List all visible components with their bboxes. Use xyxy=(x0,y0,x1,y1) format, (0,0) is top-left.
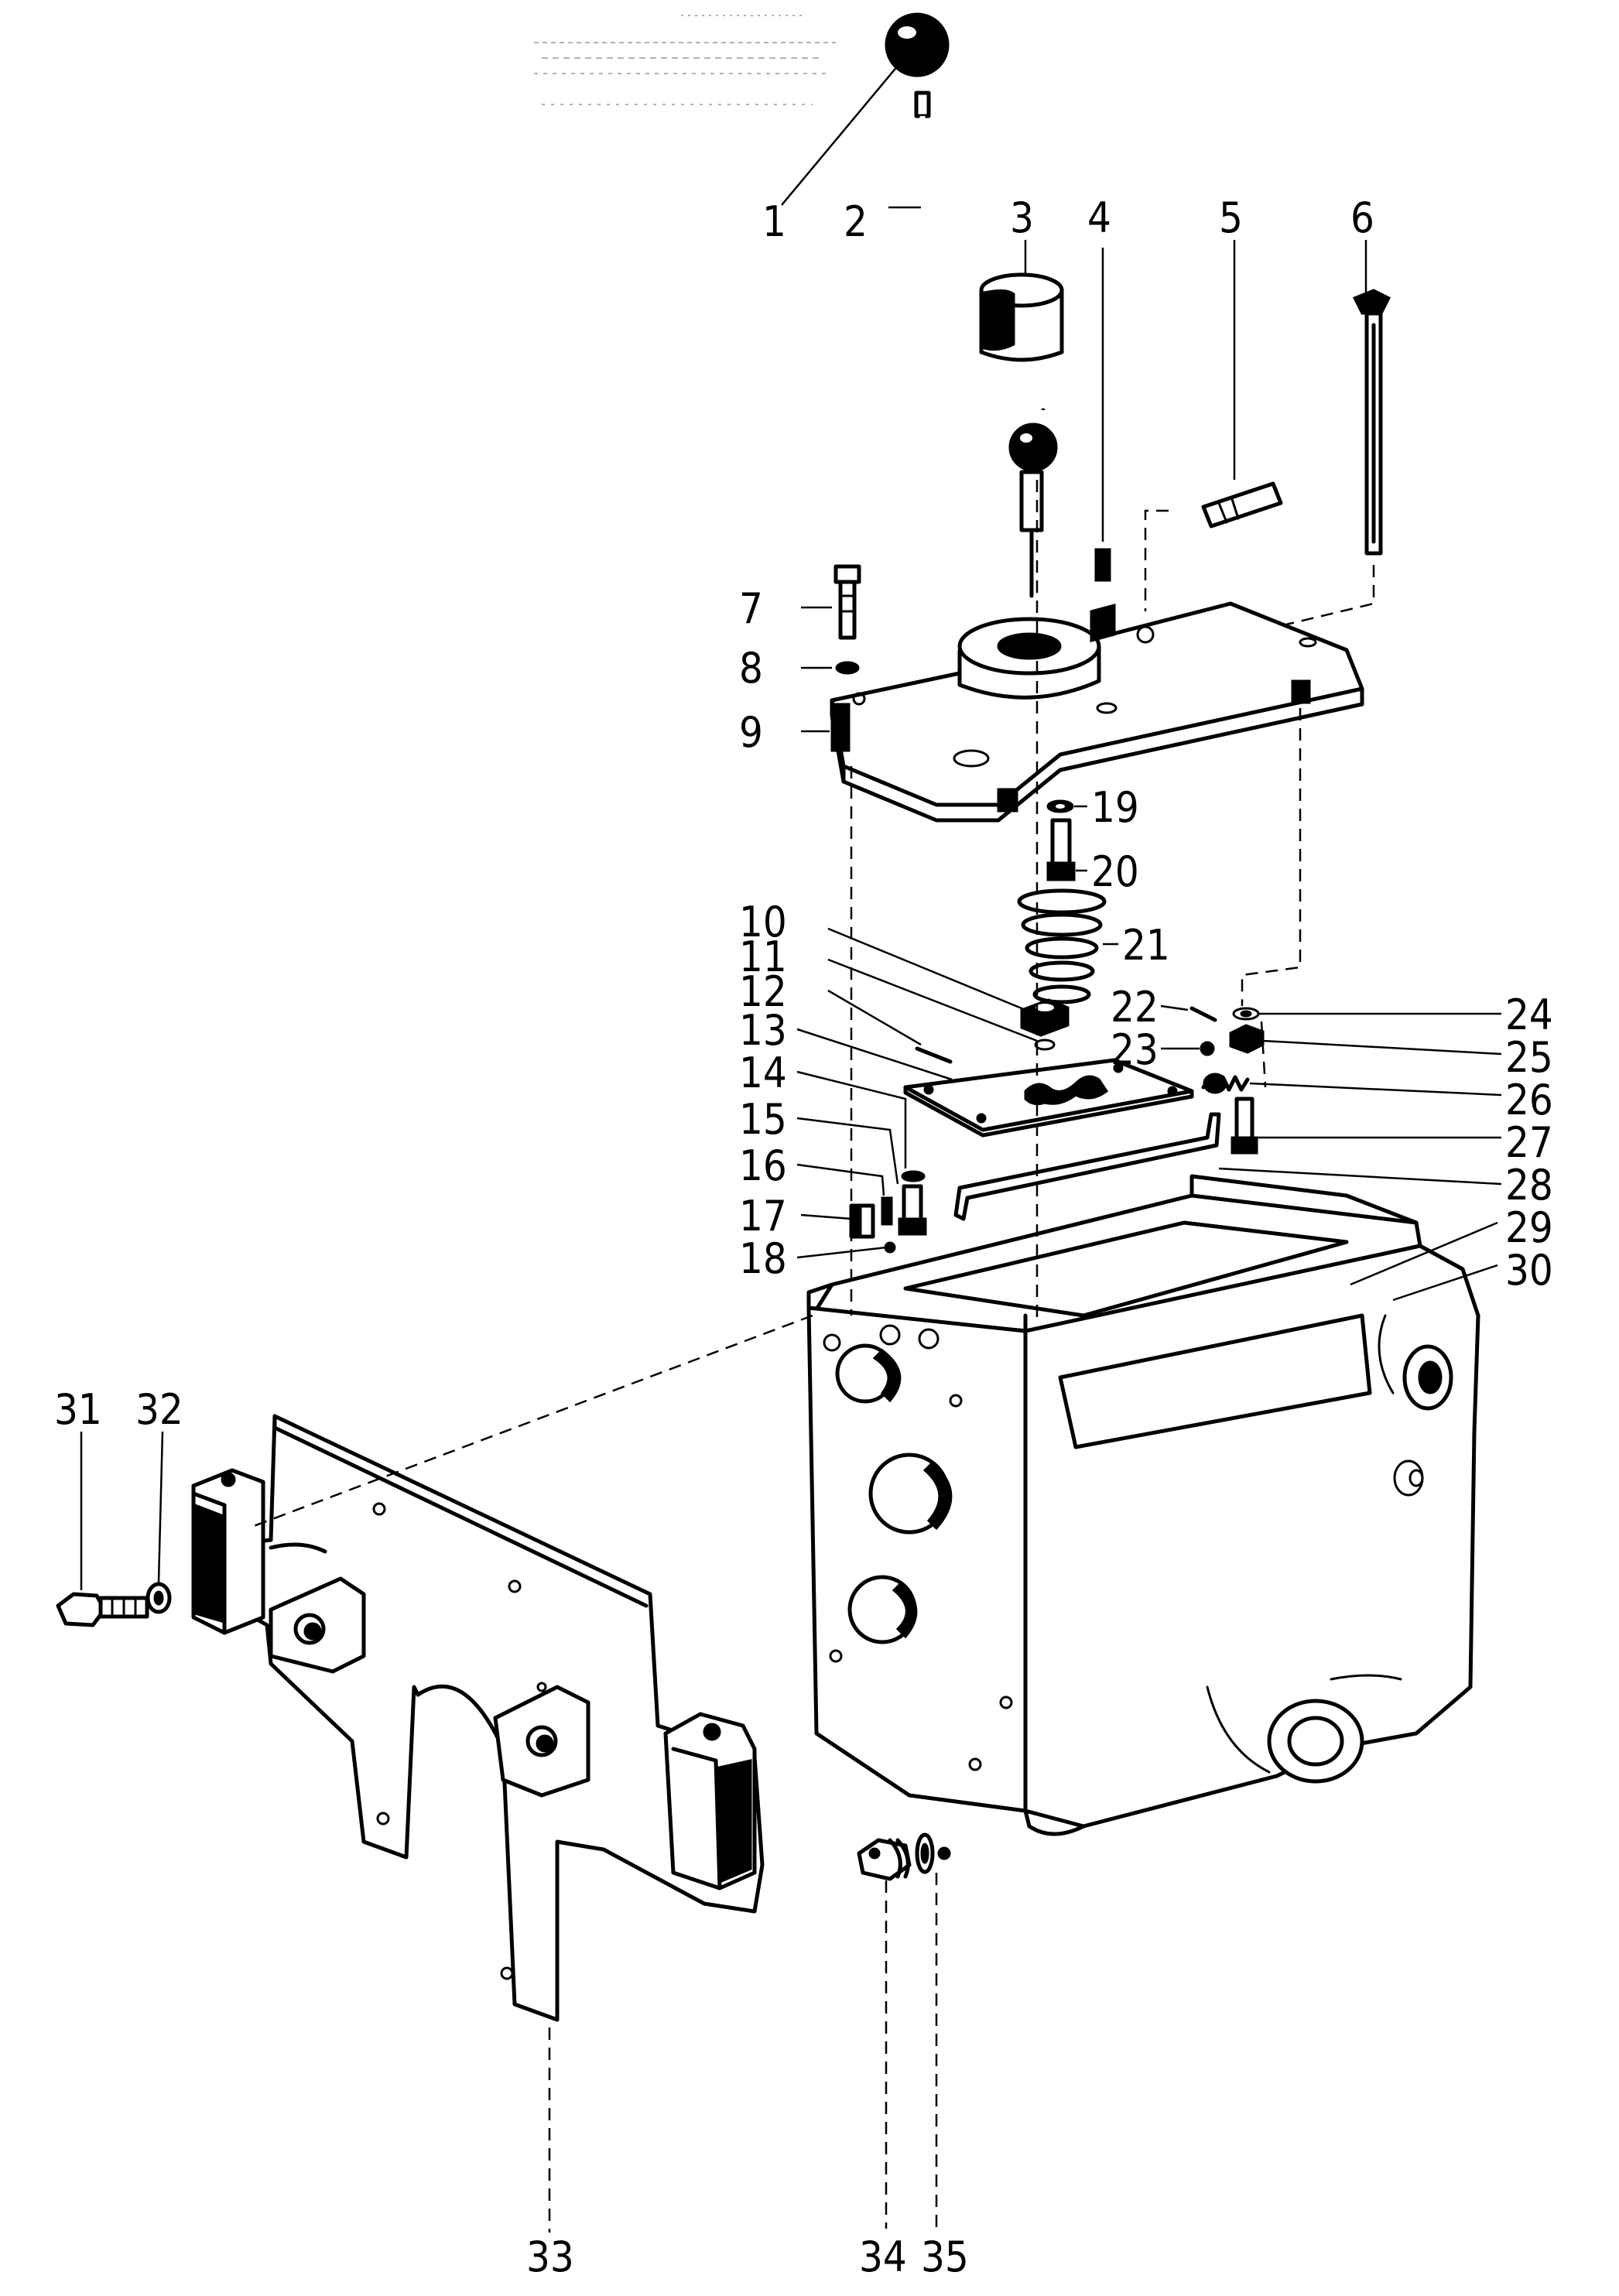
callout-26: 26 xyxy=(1505,1076,1553,1124)
callout-15: 15 xyxy=(739,1095,787,1144)
leader-lines xyxy=(80,65,1502,1590)
part-13-gate-plate xyxy=(903,1058,1194,1138)
part-14-washer xyxy=(901,1170,926,1182)
part-5-insert xyxy=(1144,481,1283,611)
callout-17: 17 xyxy=(739,1192,787,1240)
callout-25: 25 xyxy=(1505,1033,1553,1082)
callout-4: 4 xyxy=(1087,193,1111,242)
part-19-washer xyxy=(1046,799,1074,813)
part-9-cover-plate xyxy=(830,601,1364,823)
callout-11: 11 xyxy=(739,932,787,981)
part-12-roll-pin xyxy=(915,1046,953,1064)
part-28-gasket xyxy=(953,1112,1221,1221)
callout-21: 21 xyxy=(1122,921,1170,970)
callout-35: 35 xyxy=(921,2233,969,2281)
part-3-cap xyxy=(979,272,1064,362)
callout-16: 16 xyxy=(739,1141,787,1190)
part-16-set-screw xyxy=(881,1196,893,1226)
callout-30: 30 xyxy=(1505,1246,1553,1295)
part-15-screw xyxy=(898,1184,927,1236)
part-4-pin xyxy=(1094,248,1111,582)
part-25-nut xyxy=(1229,1024,1265,1054)
callout-10: 10 xyxy=(739,898,787,946)
part-20-bolt xyxy=(1046,818,1076,881)
callout-27: 27 xyxy=(1505,1118,1553,1167)
part-24-washer xyxy=(1232,1007,1260,1021)
part-33-bracket xyxy=(191,1414,765,2022)
callout-24: 24 xyxy=(1505,991,1553,1039)
callout-14: 14 xyxy=(739,1049,787,1097)
callout-31: 31 xyxy=(54,1385,102,1434)
part-18-ball xyxy=(884,1241,896,1254)
part-21-spring xyxy=(1017,888,1107,1004)
callout-32: 32 xyxy=(135,1385,183,1434)
part-27-bolt xyxy=(1231,1097,1258,1155)
callout-7: 7 xyxy=(739,584,763,633)
callout-3: 3 xyxy=(1010,193,1034,242)
part-23-ball xyxy=(1200,1041,1215,1056)
callout-29: 29 xyxy=(1505,1203,1553,1252)
part-8-washer xyxy=(835,661,860,675)
part-1-knob xyxy=(885,12,950,77)
callout-28: 28 xyxy=(1505,1161,1553,1210)
callout-33: 33 xyxy=(526,2233,574,2281)
callout-1: 1 xyxy=(762,197,786,246)
part-32-washer xyxy=(145,1582,172,1614)
callout-5: 5 xyxy=(1219,193,1243,242)
part-7-bolt xyxy=(833,564,861,640)
part-10-detent-block xyxy=(1020,998,1070,1037)
callout-13: 13 xyxy=(739,1006,787,1055)
part-34-drain-plug xyxy=(857,1838,912,1881)
part-6-dipstick xyxy=(1114,289,1391,667)
callout-20: 20 xyxy=(1091,847,1139,896)
callout-23: 23 xyxy=(1111,1025,1159,1074)
part-11-washer xyxy=(1034,1039,1056,1051)
callout-34: 34 xyxy=(859,2233,907,2281)
callout-12: 12 xyxy=(739,967,787,1016)
callout-9: 9 xyxy=(739,708,763,757)
callout-labels: 1 2 3 4 5 6 7 8 9 10 11 12 13 14 15 16 1… xyxy=(54,193,1553,2281)
part-35-washer xyxy=(915,1832,935,1874)
part-17-plug xyxy=(849,1203,875,1239)
callout-2: 2 xyxy=(844,197,868,246)
part-2-shift-lever xyxy=(914,91,1058,598)
callout-19: 19 xyxy=(1091,783,1139,832)
callout-18: 18 xyxy=(739,1234,787,1283)
part-22-pin xyxy=(1189,1006,1217,1022)
scan-noise xyxy=(534,15,836,105)
assembly-lines xyxy=(247,480,1302,2233)
part-26-spring xyxy=(1201,1073,1250,1094)
gearbox-housing xyxy=(806,1174,1480,1860)
part-31-bolt xyxy=(56,1592,149,1627)
callout-6: 6 xyxy=(1350,193,1374,242)
callout-8: 8 xyxy=(739,644,763,693)
callout-22: 22 xyxy=(1111,983,1159,1032)
